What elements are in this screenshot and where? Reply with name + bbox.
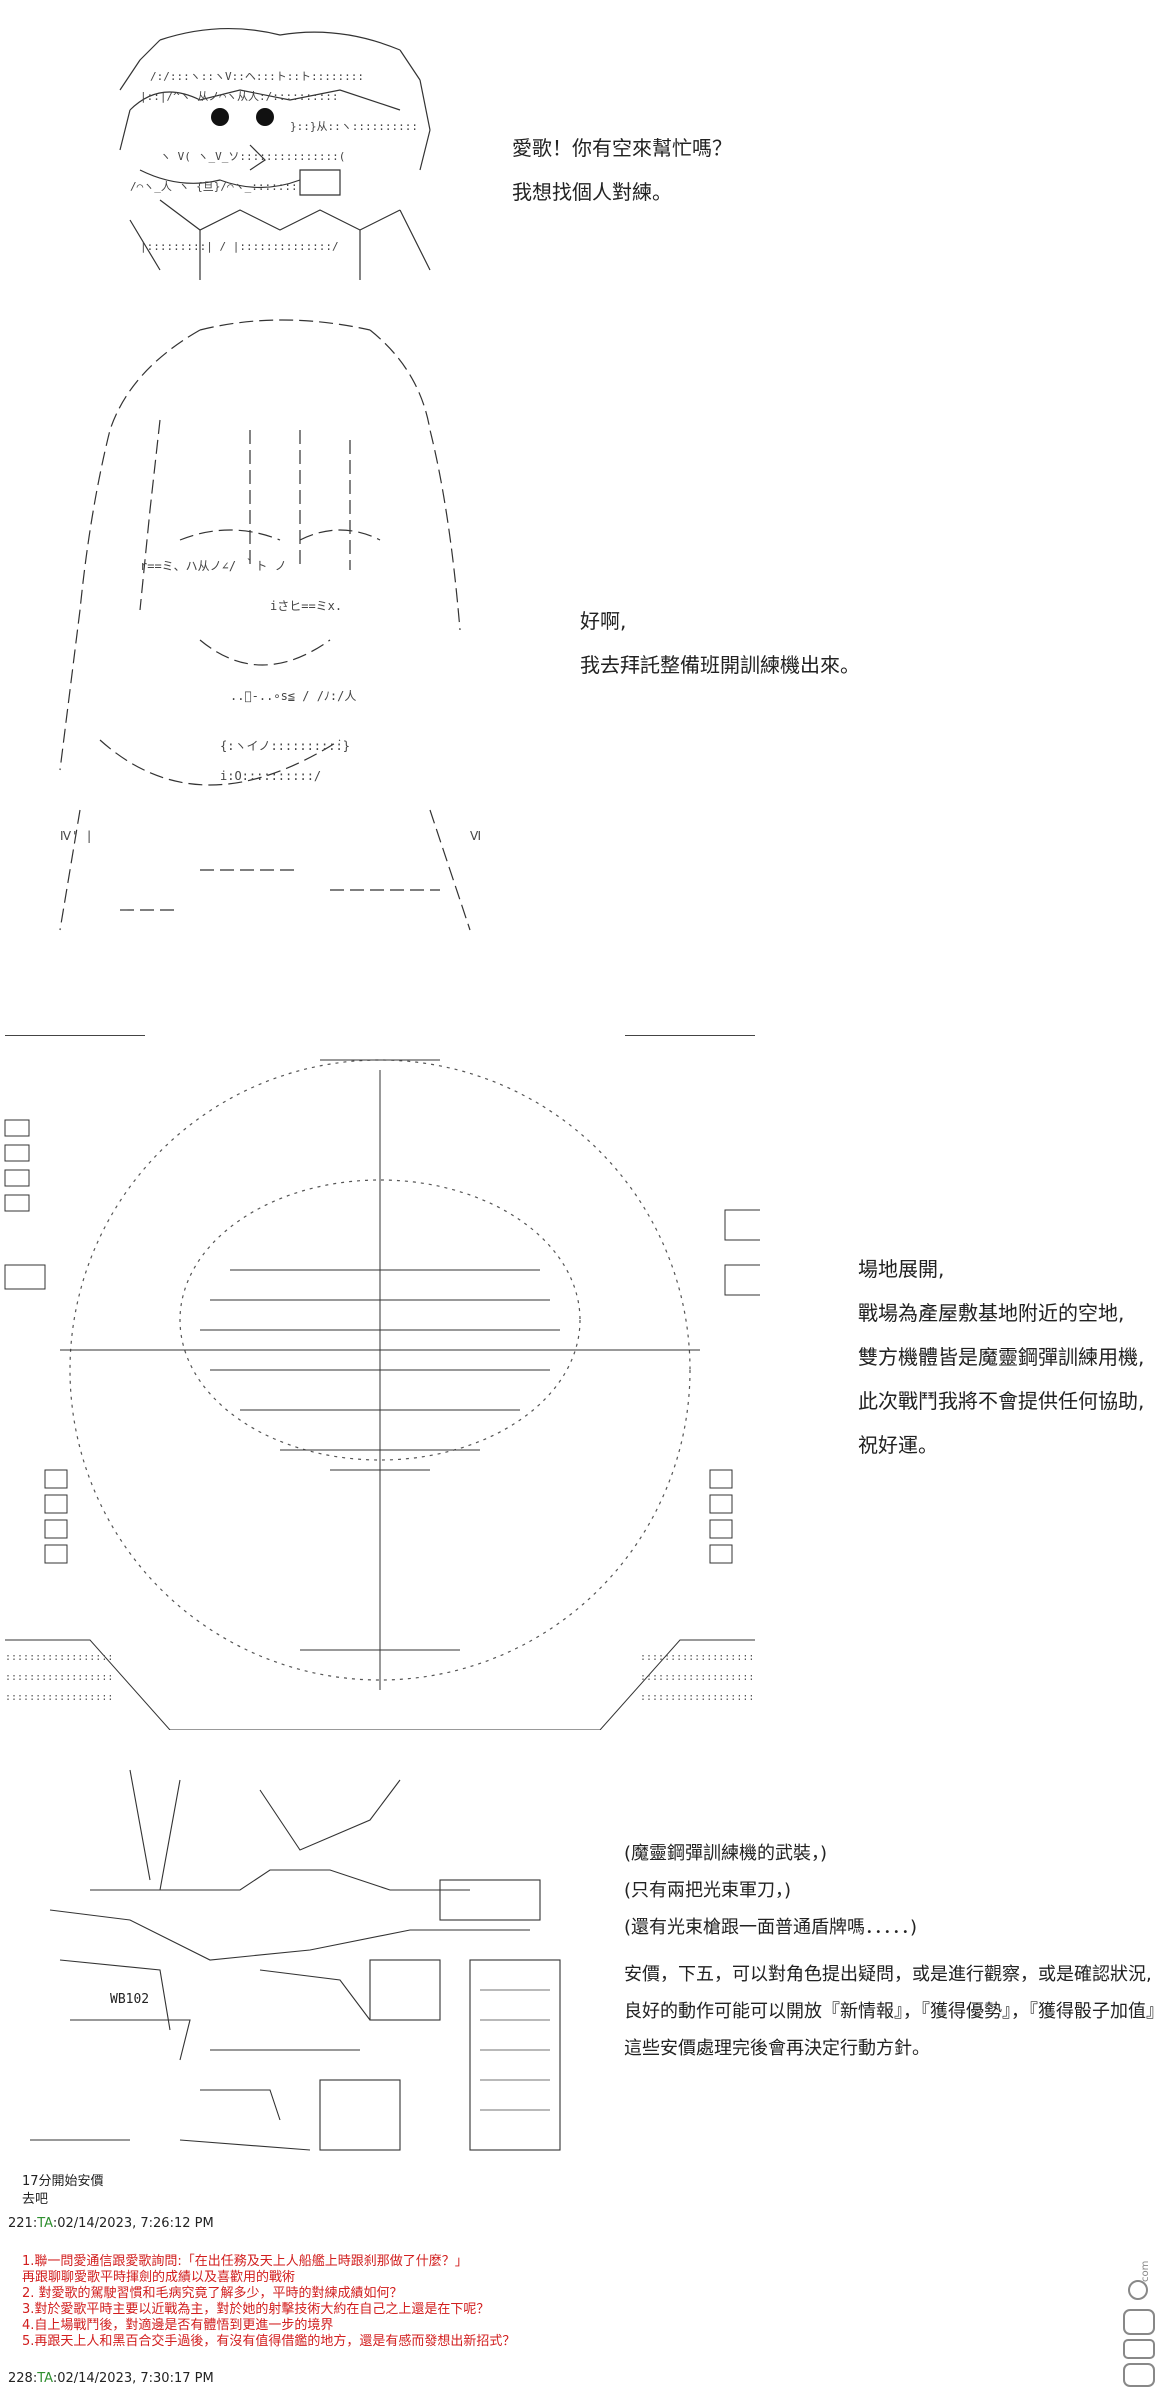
svg-text::::::::::::::::::::: :::::::::::::::::::	[640, 1692, 754, 1703]
svg-text:i:O::::::::::/: i:O::::::::::/	[220, 769, 321, 783]
dialogue-line: (還有光束槍跟一面普通盾牌嗎．．．．．)	[624, 1917, 918, 1938]
vote-item: 再跟聊聊愛歌平時揮劍的成績以及喜歡用的戰術	[22, 2270, 296, 2285]
scene4-dialogue: (魔靈鋼彈訓練機的武裝，) (只有兩把光束軍刀，) (還有光束槍跟一面普通盾牌嗎…	[624, 1840, 1164, 2072]
dialogue-line: 良好的動作可能可以開放『新情報』，『獲得優勢』，『獲得骰子加值』	[624, 2001, 1164, 2022]
vote-item: 2. 對愛歌的駕駛習慣和毛病究竟了解多少，平時的對練成績如何？	[22, 2286, 403, 2301]
poster-tag[interactable]: TA	[37, 2216, 53, 2231]
vote-list: 1.聯一問愛通信跟愛歌詢問:「在出任務及天上人船艦上時跟刹那做了什麼？」 再跟聊…	[22, 2254, 515, 2350]
vote-item: 3.對於愛歌平時主要以近戰為主，對於她的射擊技術大約在自己之上還是在下呢？	[22, 2302, 490, 2317]
horizon-line-right	[625, 1035, 755, 1036]
svg-text:{:ヽイノ::::::::::}: {:ヽイノ::::::::::}	[220, 739, 350, 753]
battlefield-reticle-drawing: :::::::::::::::::: :::::::::::::::::: ::…	[4, 1059, 760, 1730]
long-hair-character-drawing: r==ミ、ハ从ノ∠/ ｀ト ノ iさヒ==ミx. ..ﾟ-..∘s≦ / /ﾉ:…	[59, 319, 481, 931]
mobile-suit-drawing: WB102	[30, 1769, 561, 2151]
dialogue-line: (只有兩把光束軍刀，)	[624, 1880, 792, 1901]
svg-text::::::::::::::::::::: :::::::::::::::::::	[640, 1672, 754, 1683]
svg-text:Ⅵ: Ⅵ	[470, 829, 481, 843]
scene1-dialogue: 愛歌！你有空來幫忙嗎？ 我想找個人對練。	[512, 133, 732, 221]
scene2-dialogue: 好啊, 我去拜託整備班開訓練機出來。	[580, 606, 860, 694]
ascii-art-character-long-hair: r==ミ、ハ从ノ∠/ ｀ト ノ iさヒ==ミx. ..ﾟ-..∘s≦ / /ﾉ:…	[0, 310, 560, 950]
svg-text:::::::::::::::::::: ::::::::::::::::::	[5, 1692, 113, 1703]
svg-text:r==ミ、ハ从ノ∠/ ｀ト ノ: r==ミ、ハ从ノ∠/ ｀ト ノ	[140, 557, 287, 573]
post-timestamp: :02/14/2023, 7:26:12 PM	[52, 2216, 214, 2231]
dialogue-line: 祝好運。	[858, 1433, 938, 1457]
svg-text:::::::::::::::::::: ::::::::::::::::::	[5, 1672, 113, 1683]
svg-text:iさヒ==ミx.: iさヒ==ミx.	[270, 599, 342, 613]
svg-text:com: com	[1140, 2261, 1151, 2282]
svg-text::::::::::::::::::::: :::::::::::::::::::	[640, 1652, 754, 1663]
ascii-art-battlefield-reticle: :::::::::::::::::: :::::::::::::::::: ::…	[0, 1050, 760, 1730]
dialogue-line: 雙方機體皆是魔靈鋼彈訓練用機,	[858, 1345, 1145, 1369]
post-header-228: 228:TA:02/14/2023, 7:30:17 PM	[8, 2371, 214, 2386]
svg-text:}::}从::ヽ::::::::::: }::}从::ヽ::::::::::	[290, 120, 418, 133]
footer-note: 17分開始安價 去吧	[22, 2173, 104, 2208]
post-timestamp: :02/14/2023, 7:30:17 PM	[52, 2371, 214, 2386]
post-number: 228:	[8, 2371, 38, 2386]
svg-text:Ⅳ' |: Ⅳ' |	[60, 829, 93, 843]
dialogue-line: 場地展開,	[858, 1257, 945, 1281]
footer-note-line: 17分開始安價	[22, 2174, 104, 2189]
svg-text:/:/:::ヽ::ヽV::ヘ:::ト::ト::::::::: /:/:::ヽ::ヽV::ヘ:::ト::ト::::::::	[150, 70, 364, 83]
post-header-221: 221:TA:02/14/2023, 7:26:12 PM	[8, 2216, 214, 2231]
svg-text:|:::::::::| / |:::::::::::::: |:::::::::| / |::::::::::::::/	[140, 240, 339, 253]
ascii-art-character-portrait: /:/:::ヽ::ヽV::ヘ:::ト::ト:::::::: |::|/^ヽ 从ノ…	[100, 20, 460, 280]
dialogue-line: 好啊,	[580, 609, 627, 633]
post-number: 221:	[8, 2216, 38, 2231]
scene3-dialogue: 場地展開, 戰場為產屋敷基地附近的空地, 雙方機體皆是魔靈鋼彈訓練用機, 此次戰…	[858, 1254, 1144, 1474]
svg-text:ヽ V( ヽ_V_ソ:::::::::::::::(: ヽ V( ヽ_V_ソ:::::::::::::::(	[160, 150, 345, 163]
footer-note-line: 去吧	[22, 2191, 49, 2207]
svg-text:..ﾟ-..∘s≦ / /ﾉ:/人: ..ﾟ-..∘s≦ / /ﾉ:/人	[230, 689, 356, 703]
dialogue-line: (魔靈鋼彈訓練機的武裝，)	[624, 1843, 828, 1864]
watermark-logo-icon: com	[1123, 2261, 1155, 2387]
dialogue-line: 這些安價處理完後會再決定行動方針。	[624, 2038, 930, 2059]
svg-text:|::|/^ヽ 从ノ⌒ヽ从人:/::::::::::: |::|/^ヽ 从ノ⌒ヽ从人:/::::::::::	[140, 90, 338, 103]
dialogue-line: 我去拜託整備班開訓練機出來。	[580, 653, 860, 677]
dialogue-line: 愛歌！你有空來幫忙嗎？	[512, 136, 732, 160]
dialogue-line: 戰場為產屋敷基地附近的空地,	[858, 1301, 1125, 1325]
poster-tag[interactable]: TA	[37, 2371, 53, 2386]
horizon-line-left	[5, 1035, 145, 1036]
dialogue-line: 此次戰鬥我將不會提供任何協助,	[858, 1389, 1145, 1413]
dialogue-line: 安價，下五，可以對角色提出疑問，或是進行觀察，或是確認狀況,	[624, 1964, 1152, 1985]
svg-text:/⌒ヽ_人 ヽ {旦}/⌒ヽ_:::::::: /⌒ヽ_人 ヽ {旦}/⌒ヽ_:::::::	[130, 180, 298, 193]
svg-text:::::::::::::::::::: ::::::::::::::::::	[5, 1652, 113, 1663]
ascii-art-training-mobile-suit: WB102	[10, 1760, 580, 2160]
vote-item: 1.聯一問愛通信跟愛歌詢問:「在出任務及天上人船艦上時跟刹那做了什麼？」	[22, 2254, 468, 2269]
character-portrait-drawing: /:/:::ヽ::ヽV::ヘ:::ト::ト:::::::: |::|/^ヽ 从ノ…	[119, 27, 431, 280]
vote-item: 5.再跟天上人和黑百合交手過後，有沒有值得借鑑的地方，還是有感而發想出新招式？	[22, 2334, 516, 2349]
dm5-watermark-logo: com	[1118, 2240, 1162, 2390]
vote-item: 4.自上場戰鬥後，對適邊是否有體悟到更進一步的境界	[22, 2318, 334, 2333]
mech-label: WB102	[110, 1992, 149, 2007]
dialogue-line: 我想找個人對練。	[512, 180, 672, 204]
